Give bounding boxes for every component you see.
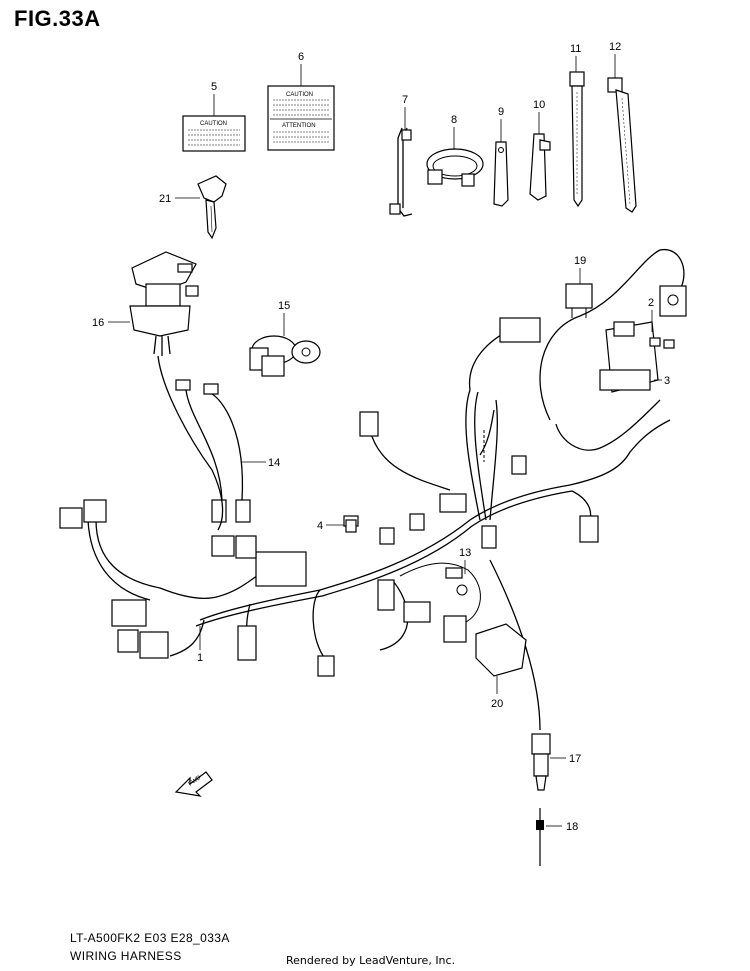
figure-title: FIG.33A <box>14 6 101 31</box>
part-18-pin[interactable] <box>536 808 544 866</box>
part-13-ground-lead[interactable] <box>399 562 481 625</box>
part-8-band-clamp[interactable] <box>426 148 484 187</box>
callout-11[interactable]: 11 <box>570 43 581 55</box>
callout-7[interactable]: 7 <box>402 94 408 106</box>
part-17-sensor[interactable] <box>531 733 551 791</box>
part-4-connector[interactable] <box>345 519 357 533</box>
part-6-caution-attention-label[interactable]: CAUTION ATTENTION <box>267 85 335 151</box>
callout-1[interactable]: 1 <box>197 652 203 664</box>
callout-9[interactable]: 9 <box>498 106 504 118</box>
part-5-caution-label[interactable]: CAUTION <box>182 115 246 152</box>
part-12-cable-tie[interactable] <box>607 77 637 213</box>
render-credit: Rendered by LeadVenture, Inc. <box>286 954 456 967</box>
figure-name: WIRING HARNESS <box>70 949 182 963</box>
part-14-sub-harness[interactable] <box>175 379 251 523</box>
callout-16[interactable]: 16 <box>92 317 104 329</box>
callout-20[interactable]: 20 <box>491 698 503 710</box>
fwd-arrow-icon: FWD <box>174 771 213 797</box>
part-1-main-harness[interactable] <box>59 249 685 731</box>
callout-12[interactable]: 12 <box>609 41 621 53</box>
part-7-clamp[interactable] <box>389 127 413 217</box>
callouts: 5 6 7 8 9 10 11 12 21 19 2 3 16 <box>92 41 670 833</box>
part-19-relay[interactable] <box>565 283 593 318</box>
attention-label-text: ATTENTION <box>282 123 316 129</box>
callout-13[interactable]: 13 <box>459 547 471 559</box>
callout-4[interactable]: 4 <box>317 520 323 532</box>
callout-17[interactable]: 17 <box>569 753 581 765</box>
callout-8[interactable]: 8 <box>451 114 457 126</box>
part-10-clip[interactable] <box>529 133 551 201</box>
callout-18[interactable]: 18 <box>566 821 578 833</box>
caution-label-text-2: CAUTION <box>286 92 313 98</box>
part-11-cable-tie[interactable] <box>569 71 585 208</box>
part-20-control-unit[interactable] <box>443 615 527 677</box>
part-3-fuse-box[interactable] <box>599 321 675 393</box>
callout-5[interactable]: 5 <box>211 81 217 93</box>
callout-6[interactable]: 6 <box>298 51 304 63</box>
part-9-clip[interactable] <box>493 141 509 207</box>
callout-14[interactable]: 14 <box>268 457 280 469</box>
callout-21[interactable]: 21 <box>159 193 171 205</box>
part-2-connector[interactable] <box>659 285 687 317</box>
callout-15[interactable]: 15 <box>278 300 290 312</box>
model-code: LT-A500FK2 E03 E28_033A <box>70 931 230 945</box>
callout-10[interactable]: 10 <box>533 99 545 111</box>
callout-19[interactable]: 19 <box>574 255 586 267</box>
part-15-socket[interactable] <box>249 335 321 377</box>
callout-3[interactable]: 3 <box>664 375 670 387</box>
part-21-key[interactable] <box>197 175 227 240</box>
part-16-ignition-switch[interactable] <box>129 251 199 356</box>
caution-label-text: CAUTION <box>200 121 227 127</box>
callout-2[interactable]: 2 <box>648 297 654 309</box>
